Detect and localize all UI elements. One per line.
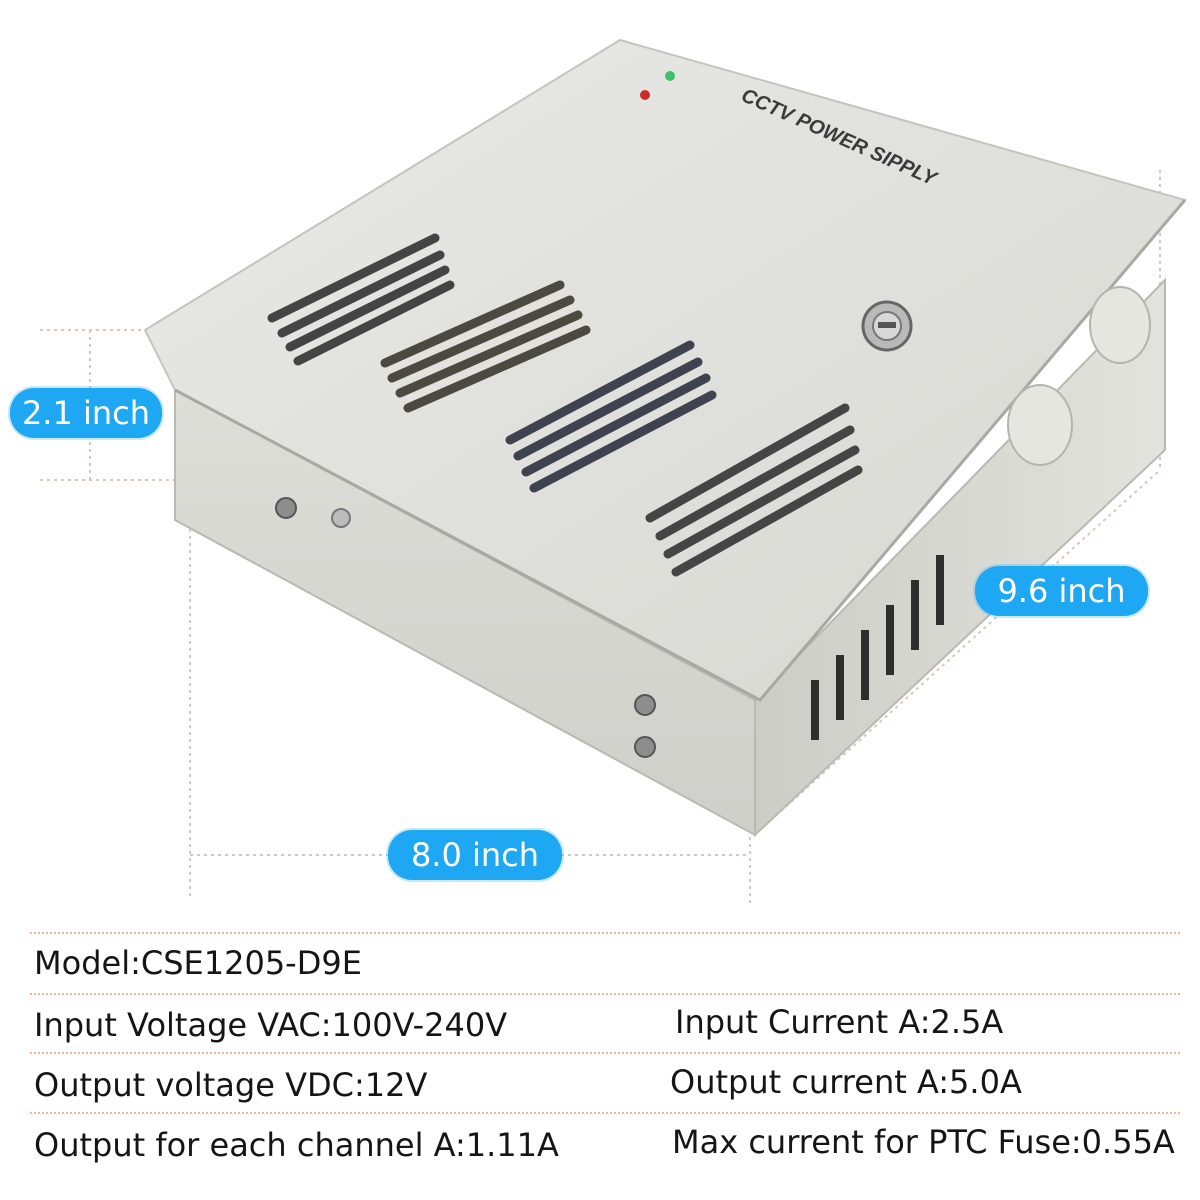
spec-divider bbox=[30, 993, 1180, 995]
spec-divider bbox=[30, 1112, 1180, 1114]
spec-output-current: Output current A:5.0A bbox=[670, 1063, 1022, 1101]
spec-output-per-channel: Output for each channel A:1.11A bbox=[34, 1126, 559, 1164]
screw-icon bbox=[275, 497, 297, 519]
lock-icon bbox=[861, 300, 913, 352]
spec-divider bbox=[30, 1052, 1180, 1054]
spec-ptc-fuse: Max current for PTC Fuse:0.55A bbox=[672, 1123, 1175, 1161]
depth-dimension-badge: 9.6 inch bbox=[975, 566, 1148, 616]
vent-group-2 bbox=[380, 280, 591, 413]
screw-icon bbox=[634, 694, 656, 716]
width-dimension-badge: 8.0 inch bbox=[388, 830, 562, 880]
screw-icon bbox=[331, 508, 351, 528]
green-led-icon bbox=[665, 71, 675, 81]
spec-input-current: Input Current A:2.5A bbox=[675, 1003, 1004, 1041]
red-led-icon bbox=[640, 90, 650, 100]
spec-output-voltage: Output voltage VDC:12V bbox=[34, 1066, 428, 1104]
power-supply-box-image: CCTV POWER SIPPLY bbox=[40, 38, 1187, 905]
height-dimension-badge: 2.1 inch bbox=[10, 388, 162, 438]
vent-group-3 bbox=[505, 340, 717, 493]
spec-divider bbox=[30, 932, 1180, 934]
spec-input-voltage: Input Voltage VAC:100V-240V bbox=[34, 1006, 508, 1044]
screw-icon bbox=[634, 736, 656, 758]
side-vents bbox=[811, 555, 944, 740]
vent-group-1 bbox=[267, 233, 455, 366]
vent-group-4 bbox=[645, 403, 863, 577]
spec-model: Model:CSE1205-D9E bbox=[34, 944, 362, 982]
knockout-hole-1 bbox=[1007, 384, 1073, 466]
knockout-hole-2 bbox=[1089, 286, 1151, 364]
